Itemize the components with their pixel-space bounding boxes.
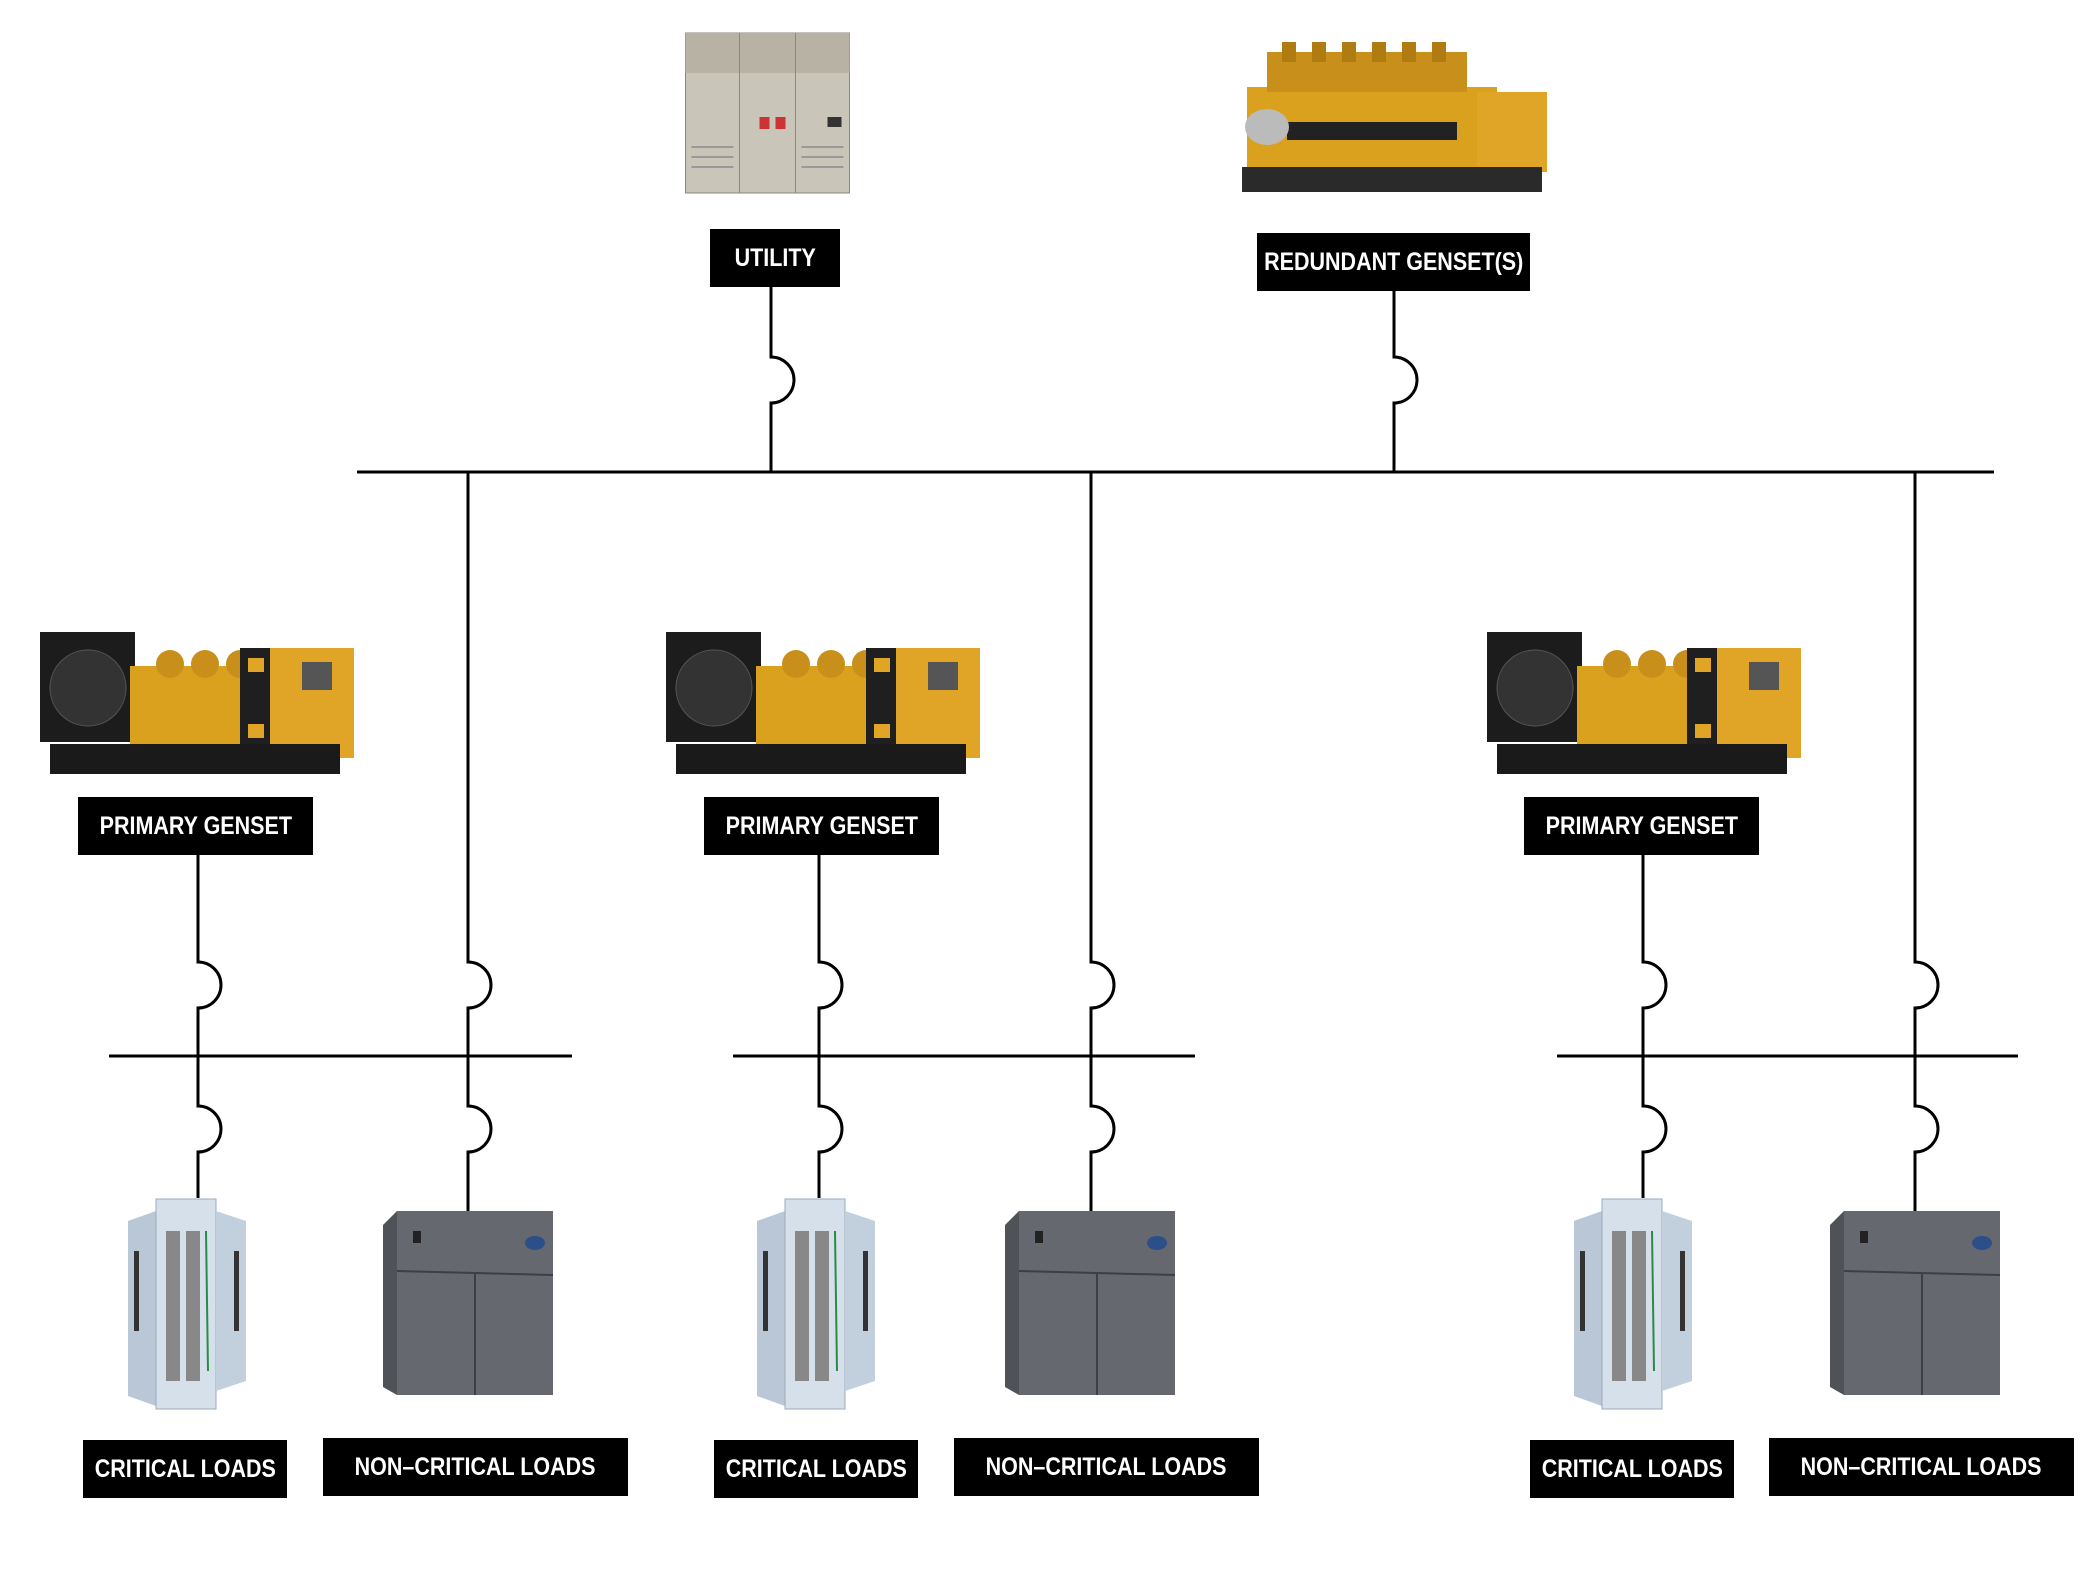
critical-load-panel-image [128,1191,246,1419]
critical-loads-label: CRITICAL LOADS [1530,1440,1734,1498]
noncritical-feeder-3 [1913,472,1940,1211]
noncritical-loads-label-text: NON–CRITICAL LOADS [355,1452,596,1481]
critical-loads-label-text: CRITICAL LOADS [1541,1454,1723,1483]
primary-genset-feeder-2 [817,854,844,1198]
noncritical-load-unit-image [1830,1211,2000,1395]
primary-genset-feeder-1 [196,854,223,1198]
utility-feeder-with-breaker [769,287,796,472]
noncritical-loads-label: NON–CRITICAL LOADS [323,1438,628,1496]
redundant-genset-label: REDUNDANT GENSET(S) [1257,233,1530,291]
redundant-genset-feeder-with-breaker [1392,291,1419,472]
primary-genset-label-text: PRIMARY GENSET [1545,811,1738,840]
primary-genset-label: PRIMARY GENSET [78,797,313,855]
noncritical-load-unit-image [383,1211,553,1395]
critical-load-panel-image [1574,1191,1692,1419]
noncritical-loads-label: NON–CRITICAL LOADS [1769,1438,2074,1496]
primary-genset-label-text: PRIMARY GENSET [99,811,292,840]
redundant-genset-label-text: REDUNDANT GENSET(S) [1263,247,1524,276]
primary-genset-image [1487,626,1801,780]
primary-genset-label-text: PRIMARY GENSET [725,811,918,840]
utility-label: UTILITY [710,229,840,287]
critical-loads-label-text: CRITICAL LOADS [94,1454,276,1483]
primary-genset-feeder-3 [1641,854,1668,1198]
primary-genset-image [666,626,980,780]
utility-label-text: UTILITY [734,243,816,272]
critical-load-panel-image [757,1191,875,1419]
noncritical-loads-label-text: NON–CRITICAL LOADS [986,1452,1227,1481]
critical-loads-label-text: CRITICAL LOADS [725,1454,907,1483]
utility-transformer-image [677,27,858,202]
noncritical-feeder-1 [466,472,493,1211]
primary-genset-image [40,626,354,780]
noncritical-loads-label: NON–CRITICAL LOADS [954,1438,1259,1496]
critical-loads-label: CRITICAL LOADS [83,1440,287,1498]
redundant-genset-image [1227,27,1561,209]
primary-genset-label: PRIMARY GENSET [704,797,939,855]
noncritical-load-unit-image [1005,1211,1175,1395]
critical-loads-label: CRITICAL LOADS [714,1440,918,1498]
noncritical-loads-label-text: NON–CRITICAL LOADS [1801,1452,2042,1481]
noncritical-feeder-2 [1089,472,1116,1211]
primary-genset-label: PRIMARY GENSET [1524,797,1759,855]
